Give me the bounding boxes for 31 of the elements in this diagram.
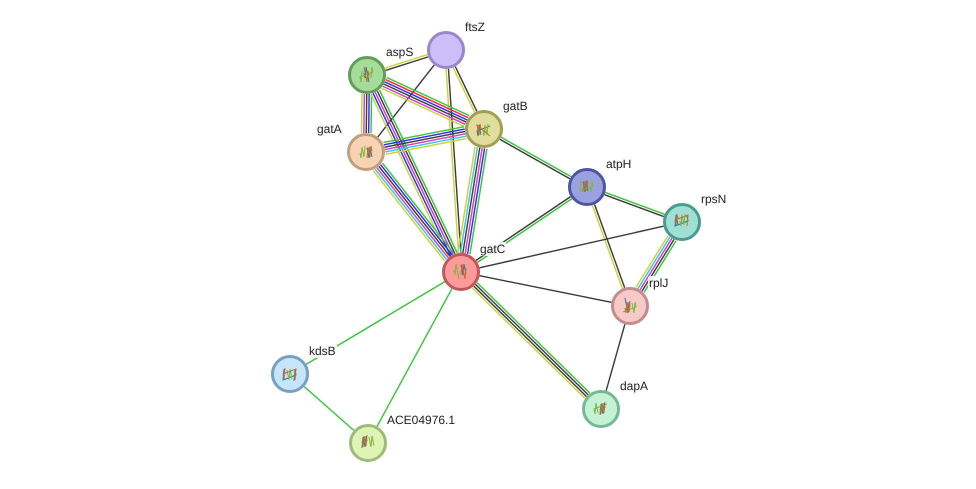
interaction-line — [605, 324, 626, 391]
interaction-line — [304, 386, 354, 431]
interaction-line — [372, 162, 454, 262]
interaction-line — [479, 226, 664, 268]
interaction-line — [370, 90, 458, 258]
node-label: gatA — [316, 122, 343, 136]
interaction-line — [604, 192, 665, 218]
interaction-line — [452, 66, 478, 113]
interaction-line — [500, 136, 572, 180]
interaction-line — [445, 68, 462, 254]
node-label: rplJ — [648, 276, 670, 290]
interaction-line — [472, 282, 590, 399]
interaction-line — [479, 275, 612, 303]
node-label: kdsB — [308, 344, 337, 358]
interaction-line — [376, 288, 453, 427]
node-label: ACE04976.1 — [386, 413, 456, 427]
node-label: aspS — [385, 45, 414, 59]
interaction-line — [457, 146, 488, 254]
interaction-line — [360, 94, 372, 134]
interaction-line — [592, 204, 626, 289]
node-label: rpsN — [700, 192, 728, 206]
interaction-line — [384, 54, 428, 72]
interaction-line — [377, 64, 435, 138]
node-label: gatB — [502, 99, 529, 113]
interaction-line — [635, 235, 677, 293]
node-label: dapA — [619, 379, 650, 393]
node-label: gatC — [479, 242, 506, 256]
node-label: ftsZ — [464, 20, 486, 34]
node-label: atpH — [605, 157, 632, 171]
interaction-line — [383, 126, 467, 155]
interaction-line — [381, 76, 470, 128]
